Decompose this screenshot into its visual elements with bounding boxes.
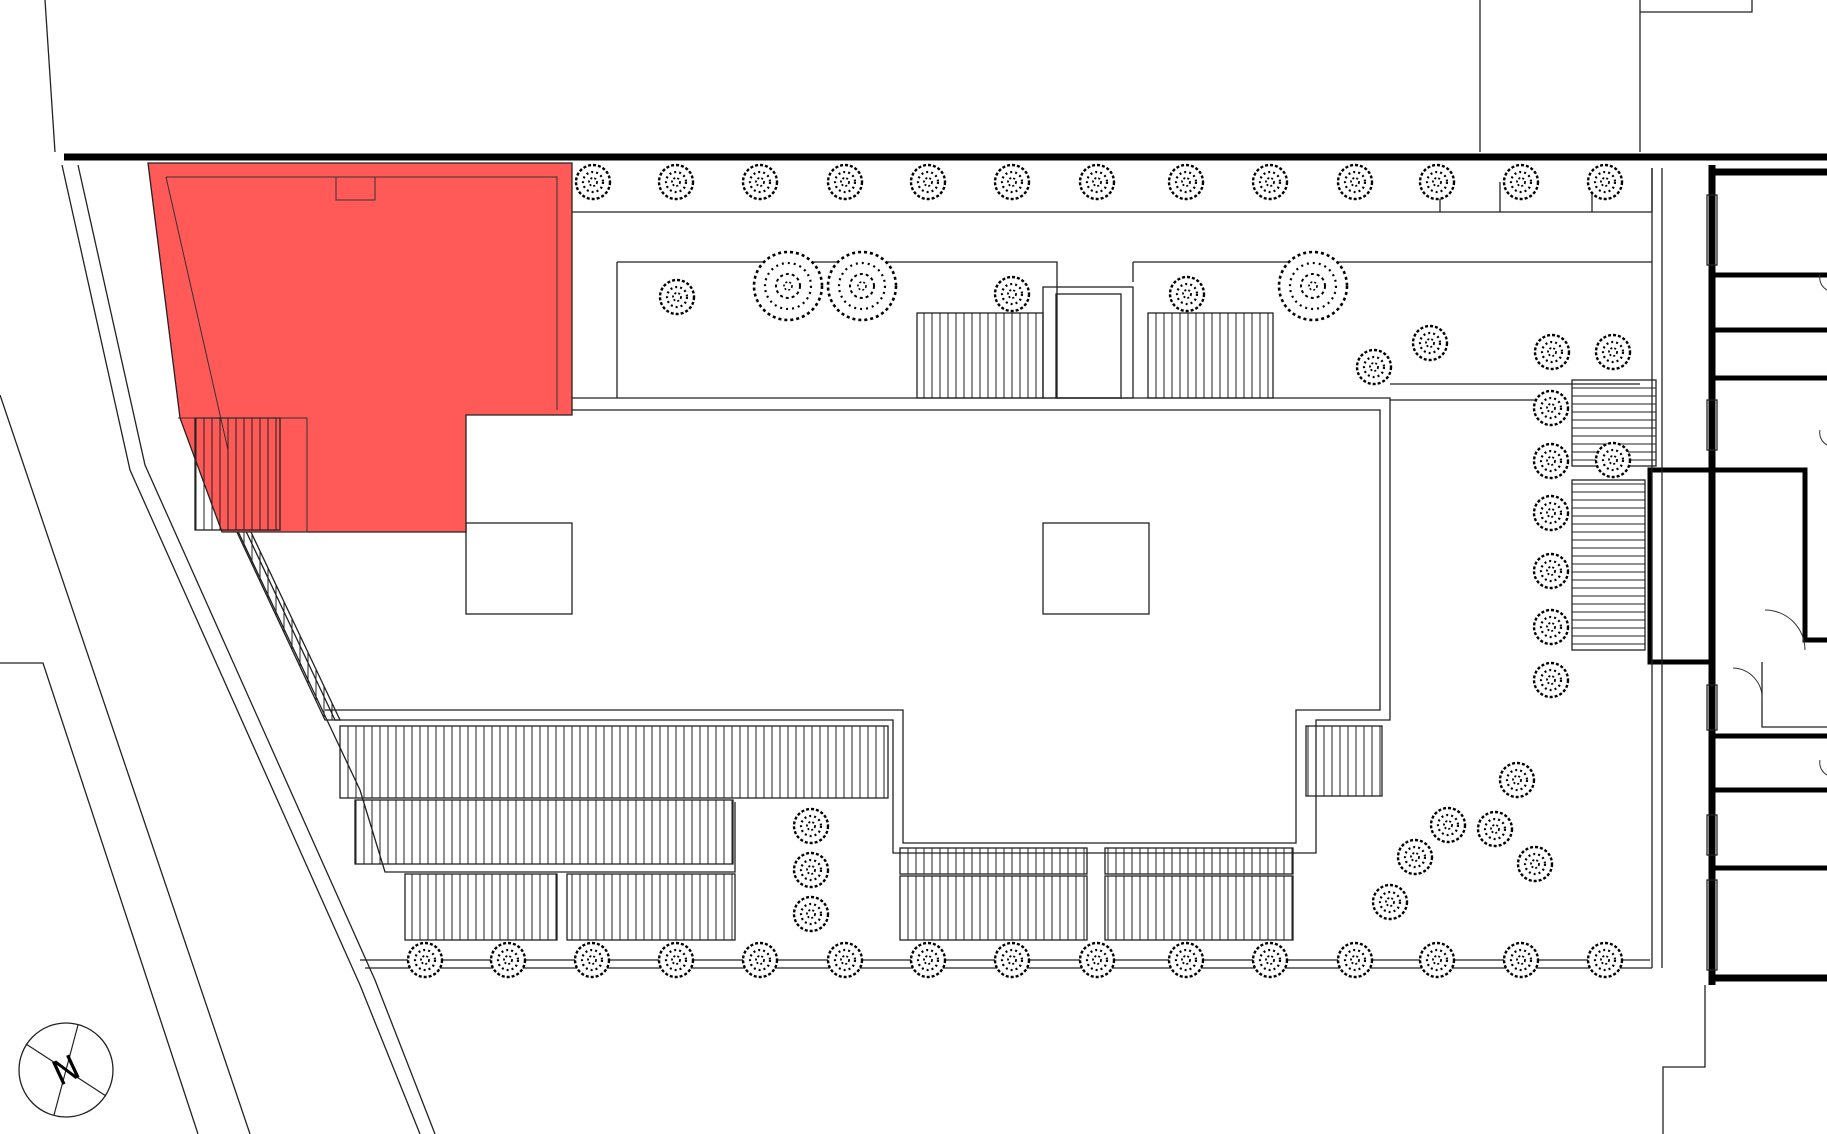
- tree-icon: [657, 163, 695, 201]
- tree-icon: [1594, 333, 1632, 371]
- tree-icon: [489, 941, 527, 979]
- tree-icon: [1516, 845, 1554, 883]
- tree-icon: [1168, 275, 1206, 313]
- tree-icon: [1532, 661, 1570, 699]
- tree-icon: [993, 275, 1031, 313]
- tree-icon: [573, 941, 611, 979]
- tree-icon: [1532, 494, 1570, 532]
- tree-icon: [1532, 389, 1570, 427]
- tree-icon: [1078, 941, 1116, 979]
- hatched-terraces: [234, 312, 1657, 941]
- tree-icon: [1167, 941, 1205, 979]
- tree-icon: [1429, 806, 1467, 844]
- tree-icon: [993, 163, 1031, 201]
- tree-icon: [1251, 163, 1289, 201]
- tree-icon: [1476, 810, 1514, 848]
- street-left: [0, 164, 436, 1134]
- tree-icon: [909, 941, 947, 979]
- north-arrow-icon: N: [18, 1022, 114, 1118]
- tree-icon: [1532, 608, 1570, 646]
- tree-icon: [1502, 163, 1540, 201]
- tree-icon: [1533, 333, 1571, 371]
- tree-icon: [1336, 163, 1374, 201]
- tree-icon: [1396, 838, 1434, 876]
- tree-icon: [993, 941, 1031, 979]
- tree-icon: [826, 250, 898, 322]
- tree-icon: [826, 941, 864, 979]
- tree-icon: [658, 278, 696, 316]
- tree-icon: [1411, 324, 1449, 362]
- tree-icon: [792, 807, 830, 845]
- tree-icon: [1586, 941, 1624, 979]
- tree-icon: [1532, 442, 1570, 480]
- tree-icon: [1502, 941, 1540, 979]
- tree-icon: [1078, 163, 1116, 201]
- tree-icon: [741, 941, 779, 979]
- tree-icon: [792, 895, 830, 933]
- tree-icon: [657, 941, 695, 979]
- tree-icon: [1586, 163, 1624, 201]
- east-building: [1647, 165, 1827, 985]
- skylight-east: [1042, 522, 1150, 615]
- tree-icon: [406, 941, 444, 979]
- tree-icon: [574, 163, 612, 201]
- tree-icon: [1418, 163, 1456, 201]
- tree-icon: [1277, 250, 1349, 322]
- tree-icon: [1167, 163, 1205, 201]
- tree-icon: [1498, 761, 1536, 799]
- tree-icon: [1336, 941, 1374, 979]
- tree-icon: [792, 851, 830, 889]
- tree-icon: [1355, 348, 1393, 386]
- tree-icon: [752, 250, 824, 322]
- tree-icon: [1418, 941, 1456, 979]
- tree-icon: [1371, 883, 1409, 921]
- tree-icon: [1594, 441, 1632, 479]
- skylight-west: [465, 522, 573, 615]
- tree-icon: [1251, 941, 1289, 979]
- context-buildings: [44, 0, 1753, 1134]
- tree-icon: [1532, 552, 1570, 590]
- tree-icon: [909, 163, 947, 201]
- tree-icon: [741, 163, 779, 201]
- tree-icon: [826, 163, 864, 201]
- highlighted-building: [147, 162, 573, 533]
